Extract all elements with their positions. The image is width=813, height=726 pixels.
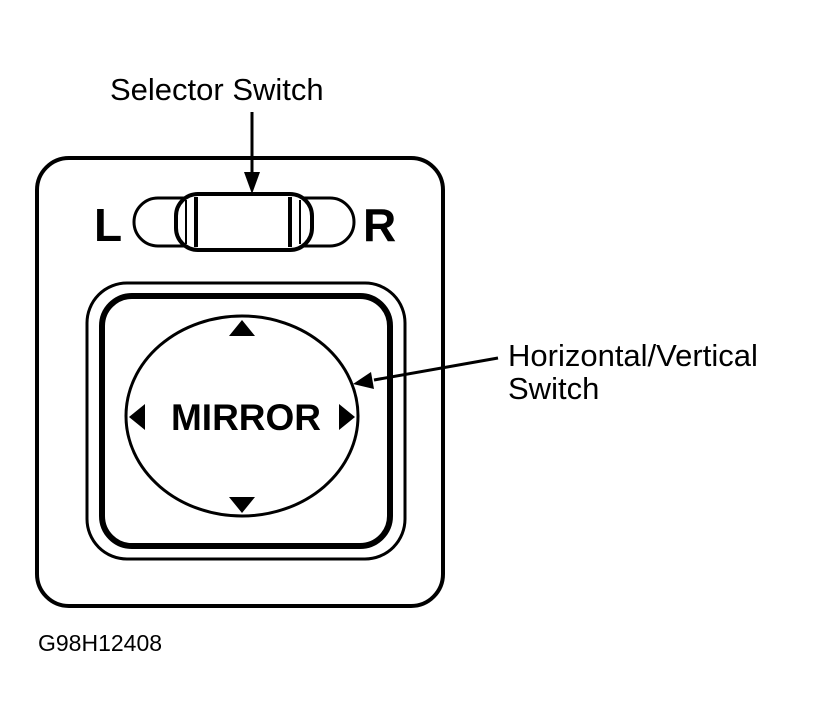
down-arrow-icon[interactable] bbox=[229, 497, 255, 513]
left-mirror-label: L bbox=[94, 199, 122, 251]
selector-switch[interactable] bbox=[132, 192, 356, 252]
mirror-button-outer-frame bbox=[85, 281, 407, 561]
mirror-button-inner-frame bbox=[99, 293, 393, 549]
left-arrow-icon[interactable] bbox=[129, 404, 145, 430]
right-mirror-label: R bbox=[363, 199, 396, 251]
mirror-button-label: MIRROR bbox=[171, 397, 321, 438]
horizontal-vertical-switch-callout-line1: Horizontal/Vertical bbox=[508, 338, 758, 373]
horizontal-vertical-switch-arrow bbox=[353, 356, 499, 389]
selector-knob[interactable] bbox=[174, 192, 314, 252]
mirror-joystick-button[interactable] bbox=[124, 314, 360, 518]
switch-housing bbox=[35, 156, 445, 608]
figure-id: G98H12408 bbox=[38, 630, 162, 656]
right-arrow-icon[interactable] bbox=[339, 404, 355, 430]
up-arrow-icon[interactable] bbox=[229, 320, 255, 336]
selector-switch-arrow bbox=[244, 112, 260, 194]
horizontal-vertical-switch[interactable]: MIRROR bbox=[124, 314, 360, 518]
horizontal-vertical-switch-callout-line2: Switch bbox=[508, 371, 599, 406]
selector-switch-callout: Selector Switch bbox=[110, 72, 324, 107]
